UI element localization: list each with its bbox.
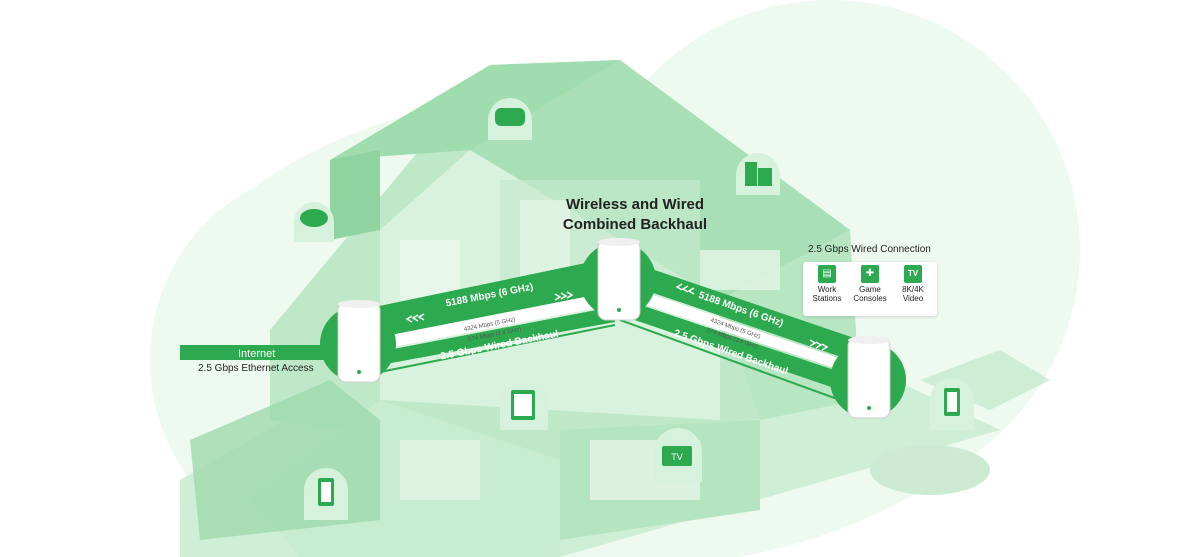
- device-game-consoles: ✚ Game Consoles: [848, 265, 892, 303]
- internet-cable: [180, 345, 340, 360]
- right-band-5ghz: [626, 287, 850, 372]
- ethernet-access-label: 2.5 Gbps Ethernet Access: [198, 363, 314, 374]
- router-left: [320, 300, 396, 383]
- device-label-1: Work: [817, 285, 837, 294]
- tv-icon: TV: [904, 265, 922, 283]
- device-workstations: ▤ Work Stations: [805, 265, 849, 303]
- title-line-1: Wireless and Wired: [565, 196, 705, 213]
- left-wired-band: [378, 307, 615, 365]
- workstation-icon: ▤: [818, 265, 836, 283]
- device-video: TV 8K/4K Video: [891, 265, 935, 303]
- device-label-2: Stations: [812, 294, 842, 303]
- device-label-2: Video: [902, 294, 924, 303]
- device-label-1: 8K/4K: [902, 285, 924, 294]
- title-line-2: Combined Backhaul: [562, 216, 708, 233]
- cloud-bubble-icon: [294, 202, 334, 242]
- gamepad-icon: ✚: [861, 265, 879, 283]
- tv-bubble-icon: TV: [654, 428, 702, 482]
- phone-bubble-left-icon: [304, 468, 348, 520]
- svg-text:TV: TV: [671, 452, 683, 462]
- right-wired-cable: [619, 319, 841, 401]
- wired-devices-box: ▤ Work Stations ✚ Game Consoles TV 8K/4K…: [803, 262, 937, 316]
- workstation-bubble-icon: [736, 153, 780, 195]
- gamepad-bubble-icon: [488, 98, 532, 140]
- left-wireless-band: [360, 260, 610, 345]
- phone-bubble-right-icon: [930, 378, 974, 430]
- tablet-bubble-icon: [500, 376, 548, 430]
- right-wired-band: [620, 300, 846, 390]
- left-band-5ghz: [375, 292, 612, 350]
- device-label-1: Game: [859, 285, 881, 294]
- router-center: [580, 238, 656, 321]
- router-right: [830, 336, 906, 419]
- chevrons: [405, 283, 829, 351]
- diagram-title: Wireless and Wired Combined Backhaul: [555, 195, 715, 235]
- internet-label: Internet: [238, 348, 276, 360]
- device-label-2: Consoles: [853, 294, 887, 303]
- left-wired-cable: [379, 324, 616, 373]
- right-wireless-band: [630, 265, 860, 360]
- wired-connection-label: 2.5 Gbps Wired Connection: [808, 244, 931, 255]
